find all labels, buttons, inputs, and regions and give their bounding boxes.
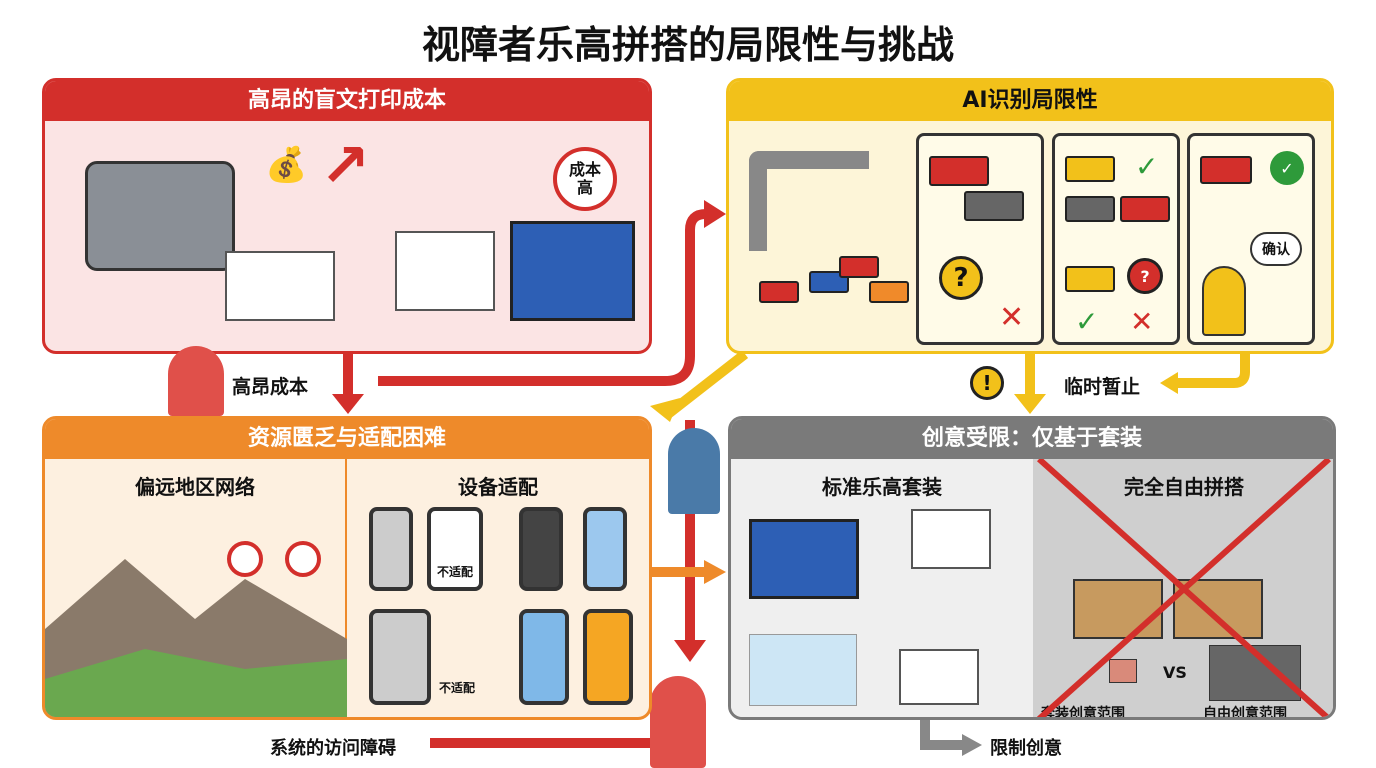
- no-signal-icon: [285, 541, 321, 577]
- brick-box-icon: [1073, 579, 1163, 639]
- arrowhead: [674, 640, 706, 662]
- lego-box-icon: [510, 221, 635, 321]
- page-title: 视障者乐高拼搭的局限性与挑战: [421, 23, 954, 67]
- check-icon: ✓: [1135, 150, 1159, 183]
- worried-person-icon: [668, 428, 720, 514]
- cracked-phone-icon: [519, 507, 563, 591]
- mountains-towers-illustration: [45, 541, 347, 717]
- cross-icon: ✕: [1130, 305, 1154, 338]
- device-fit-section: 设备适配 不适配 不适配: [347, 459, 649, 717]
- worried-person-icon: [168, 346, 224, 416]
- arrowhead: [332, 394, 364, 414]
- instruction-book-icon: [911, 509, 991, 569]
- arrow-cost-to-ai: [378, 209, 707, 386]
- arrowhead: [1160, 372, 1178, 394]
- label-high-cost: 高昂成本: [232, 376, 309, 398]
- worried-person-icon: [650, 676, 706, 768]
- cost-high-badge: 成本高: [553, 147, 617, 211]
- paper-stack-icon: [225, 251, 335, 321]
- cracked-phone-icon: [369, 507, 413, 591]
- standard-kit-section: 标准乐高套装: [731, 459, 1033, 717]
- unfit-label: 不适配: [439, 681, 476, 695]
- braille-printer-icon: [85, 161, 235, 271]
- cracked-tablet-icon: [369, 609, 431, 705]
- arrowhead: [704, 200, 726, 228]
- panel-ai-limits: AI识别局限性 ? ✕ ✓ ? ✓ ✕ ✓ 确认: [726, 78, 1334, 354]
- free-range-label: 自由创意范围: [1203, 706, 1287, 720]
- instruction-book-icon: [899, 649, 979, 705]
- arrowhead: [704, 560, 726, 584]
- panel-resources: 资源匮乏与适配困难 偏远地区网络 设备适配 不适配 不适配: [42, 416, 652, 720]
- arrowhead: [962, 734, 982, 756]
- section-title: 完全自由拼搭: [1124, 475, 1244, 499]
- cross-out-icon: [1036, 459, 1332, 717]
- section-title: 设备适配: [458, 475, 538, 499]
- section-title: 偏远地区网络: [135, 475, 255, 499]
- arrow-pause: [1175, 354, 1250, 388]
- lego-brick: [839, 256, 879, 278]
- kit-range-label: 套装创意范围: [1041, 706, 1125, 720]
- lego-brick: [869, 281, 909, 303]
- arrow-limit-creativity: [920, 720, 965, 750]
- panel-title: 资源匮乏与适配困难: [45, 419, 649, 459]
- panel-title: 创意受限：仅基于套装: [731, 419, 1333, 459]
- label-limit-creativity: 限制创意: [990, 738, 1062, 759]
- check-icon: ✓: [1075, 305, 1099, 338]
- vs-label: VS: [1163, 663, 1187, 682]
- label-pause: 临时暂止: [1064, 376, 1141, 398]
- panel-braille-cost: 高昂的盲文打印成本 💰 ↗ 成本高: [42, 78, 652, 354]
- no-signal-icon: [227, 541, 263, 577]
- confirm-bubble: 确认: [1250, 232, 1302, 266]
- cross-icon: ✕: [999, 300, 1025, 335]
- ai-card-unknown: ? ✕: [916, 133, 1044, 345]
- ai-card-human-confirm: ✓ 确认: [1187, 133, 1315, 345]
- check-icon: ✓: [1270, 151, 1304, 185]
- phone-icon: [519, 609, 569, 705]
- panel-creativity: 创意受限：仅基于套装 标准乐高套装 完全自由拼搭 VS 套装创意范围 自由创意范…: [728, 416, 1336, 720]
- question-icon: ?: [1127, 258, 1163, 294]
- arrow-ai-to-resources: [664, 350, 749, 418]
- section-title: 标准乐高套装: [822, 475, 942, 499]
- robot-arm-camera-icon: [749, 151, 869, 251]
- person-icon: [1202, 266, 1246, 336]
- free-build-section: 完全自由拼搭 VS 套装创意范围 自由创意范围: [1033, 459, 1333, 720]
- panel-title: 高昂的盲文打印成本: [45, 81, 649, 121]
- question-icon: ?: [939, 256, 983, 300]
- unfit-phone-icon: 不适配: [427, 507, 483, 591]
- unfit-label: 不适配: [436, 565, 473, 579]
- house-car-picture: [749, 634, 857, 706]
- ai-card-mixed: ✓ ? ✓ ✕: [1052, 133, 1180, 345]
- lego-box-icon: [749, 519, 859, 599]
- rising-arrows-icon: ↗: [320, 131, 371, 201]
- phone-icon: [583, 609, 633, 705]
- arrowhead: [1014, 394, 1046, 414]
- kit-range-swatch: [1109, 659, 1137, 683]
- warning-icon: !: [970, 366, 1004, 400]
- label-access-barrier: 系统的访问障碍: [270, 738, 396, 759]
- panel-title: AI识别局限性: [729, 81, 1331, 121]
- lego-brick: [759, 281, 799, 303]
- money-bag-icon: 💰: [265, 145, 308, 185]
- braille-book-stack-icon: [395, 231, 495, 311]
- phone-icon: [583, 507, 627, 591]
- remote-network-section: 偏远地区网络: [45, 459, 347, 717]
- arrowhead: [650, 398, 680, 422]
